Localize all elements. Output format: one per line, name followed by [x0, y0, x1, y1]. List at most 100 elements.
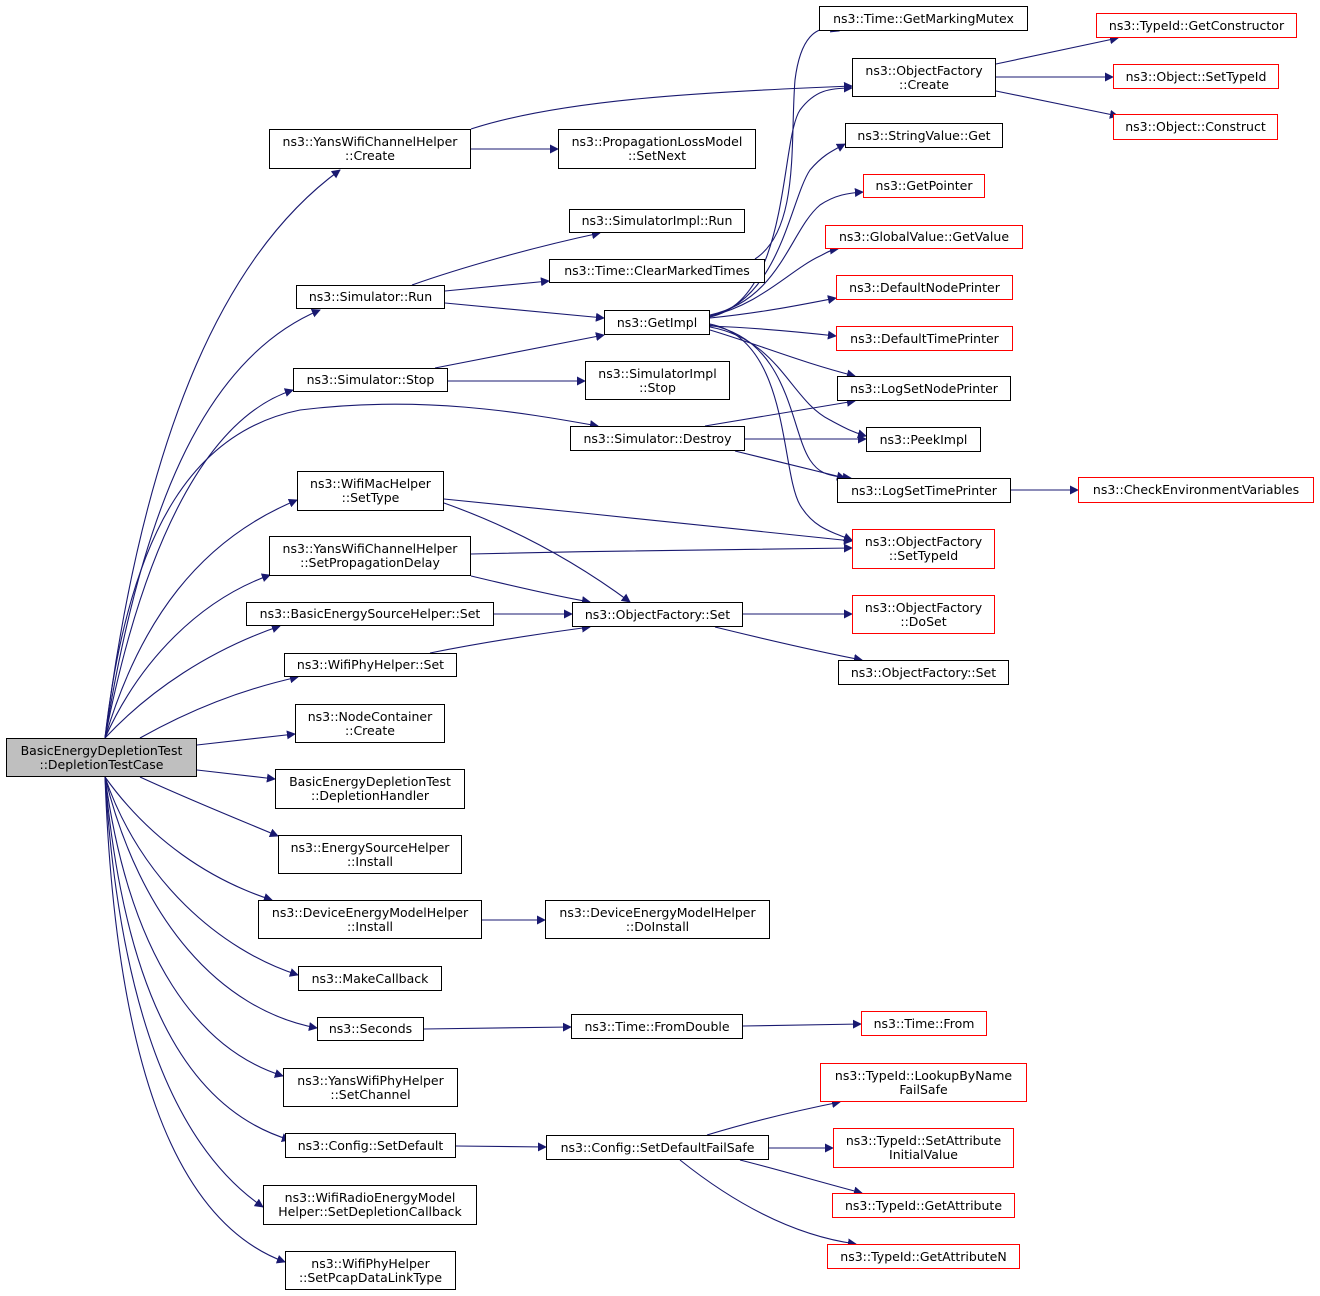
- edge-wifiphy-set-to-objfactory-set: [429, 623, 591, 654]
- node-getpointer[interactable]: ns3::GetPointer: [863, 174, 985, 198]
- node-label-line1: ns3::PropagationLossModel: [571, 134, 743, 149]
- node-globalvalue-getvalue[interactable]: ns3::GlobalValue::GetValue: [825, 225, 1023, 249]
- node-seconds[interactable]: ns3::Seconds: [317, 1017, 424, 1041]
- node-log-set-time-printer[interactable]: ns3::LogSetTimePrinter: [837, 478, 1011, 503]
- edge-objfactory-create-to-typeid-getconstructor: [995, 35, 1119, 65]
- node-label-line1: ns3::DefaultTimePrinter: [850, 330, 999, 346]
- node-label-line1: ns3::ObjectFactory: [865, 62, 983, 78]
- node-object-settypeid[interactable]: ns3::Object::SetTypeId: [1113, 64, 1279, 89]
- edge-yans-set-prop-delay-to-objfactory-settypeid: [470, 543, 853, 555]
- edge-failsafe-to-typeid-lookup-failsafe: [706, 1099, 841, 1136]
- node-label-line1: ns3::GetPointer: [875, 178, 973, 193]
- node-device-energy-doinstall[interactable]: ns3::DeviceEnergyModelHelper ::DoInstall: [545, 900, 770, 939]
- node-objfactory-set[interactable]: ns3::ObjectFactory::Set: [572, 602, 743, 627]
- edge-simulator-run-to-getimpl: [444, 302, 605, 322]
- node-label-line1: ns3::SimulatorImpl: [598, 365, 717, 381]
- edge-time-clear-marked-to-time-get-marking-mutex: [754, 23, 840, 260]
- node-objfactory-settypeid[interactable]: ns3::ObjectFactory ::SetTypeId: [852, 529, 995, 569]
- node-typeid-set-attr-initial[interactable]: ns3::TypeId::SetAttribute InitialValue: [833, 1128, 1014, 1168]
- node-wifiphy-set[interactable]: ns3::WifiPhyHelper::Set: [284, 653, 457, 677]
- node-label-line1: ns3::ObjectFactory::Set: [850, 664, 997, 680]
- node-wifimac-settype[interactable]: ns3::WifiMacHelper ::SetType: [297, 471, 444, 511]
- edge-seconds-to-time-fromdouble: [423, 1022, 572, 1032]
- node-nodecontainer-create[interactable]: ns3::NodeContainer ::Create: [295, 704, 445, 743]
- node-label-line1: ns3::GetImpl: [616, 314, 698, 330]
- node-label-line2: ::DoSet: [900, 613, 947, 629]
- node-label-line1: ns3::YansWifiChannelHelper: [282, 134, 458, 149]
- node-label-line2: ::SetNext: [627, 148, 687, 163]
- node-config-setdefault-failsafe[interactable]: ns3::Config::SetDefaultFailSafe: [546, 1135, 769, 1160]
- node-time-clear-marked[interactable]: ns3::Time::ClearMarkedTimes: [549, 259, 765, 283]
- node-label-line2: ::Install: [346, 853, 394, 869]
- node-yans-set-prop-delay[interactable]: ns3::YansWifiChannelHelper ::SetPropagat…: [269, 536, 471, 576]
- node-check-env-vars[interactable]: ns3::CheckEnvironmentVariables: [1078, 477, 1314, 503]
- node-label-line1: ns3::LogSetNodePrinter: [850, 380, 998, 396]
- node-default-time-printer[interactable]: ns3::DefaultTimePrinter: [836, 326, 1013, 351]
- node-label-line1: ns3::TypeId::GetAttributeN: [840, 1248, 1007, 1264]
- node-label-line1: ns3::DeviceEnergyModelHelper: [271, 904, 469, 920]
- edge-getimpl-to-objfactory-settypeid: [709, 323, 853, 542]
- edge-root-to-config-setdefault: [104, 776, 291, 1142]
- node-label-line1: ns3::Object::Construct: [1125, 119, 1266, 134]
- node-object-construct[interactable]: ns3::Object::Construct: [1113, 114, 1278, 140]
- node-root[interactable]: BasicEnergyDepletionTest ::DepletionTest…: [6, 738, 197, 777]
- node-simimpl-stop[interactable]: ns3::SimulatorImpl ::Stop: [585, 361, 730, 400]
- edge-simulator-destroy-to-log-set-time-printer: [734, 450, 846, 481]
- node-depletion-handler[interactable]: BasicEnergyDepletionTest ::DepletionHand…: [275, 769, 465, 809]
- node-typeid-getattribute[interactable]: ns3::TypeId::GetAttribute: [832, 1193, 1015, 1218]
- node-typeid-getattributen[interactable]: ns3::TypeId::GetAttributeN: [827, 1244, 1020, 1269]
- node-basic-energy-set[interactable]: ns3::BasicEnergySourceHelper::Set: [246, 602, 494, 626]
- node-make-callback[interactable]: ns3::MakeCallback: [298, 966, 442, 991]
- node-simulator-destroy[interactable]: ns3::Simulator::Destroy: [570, 426, 745, 451]
- node-time-get-marking-mutex[interactable]: ns3::Time::GetMarkingMutex: [819, 6, 1028, 31]
- node-label-line1: ns3::TypeId::GetAttribute: [844, 1197, 1003, 1213]
- node-yans-phy-setchannel[interactable]: ns3::YansWifiPhyHelper ::SetChannel: [283, 1068, 458, 1107]
- node-log-set-node-printer[interactable]: ns3::LogSetNodePrinter: [837, 376, 1011, 401]
- node-default-node-printer[interactable]: ns3::DefaultNodePrinter: [836, 275, 1013, 300]
- node-simulator-stop[interactable]: ns3::Simulator::Stop: [293, 368, 448, 392]
- node-objfactory-doset[interactable]: ns3::ObjectFactory ::DoSet: [852, 595, 995, 634]
- node-label-line1: ns3::TypeId::GetConstructor: [1108, 17, 1285, 33]
- node-energy-source-install[interactable]: ns3::EnergySourceHelper ::Install: [278, 835, 462, 874]
- edge-getimpl-to-getpointer: [709, 188, 864, 316]
- edge-root-to-energy-source-install: [139, 776, 279, 838]
- node-prop-loss-setnext[interactable]: ns3::PropagationLossModel ::SetNext: [558, 129, 756, 169]
- node-device-energy-install[interactable]: ns3::DeviceEnergyModelHelper ::Install: [258, 900, 482, 939]
- node-label-line2: ::SetChannel: [330, 1086, 411, 1102]
- edge-objfactory-set-to-objfactory-set2: [714, 626, 863, 663]
- node-label-line2: ::DoInstall: [625, 918, 690, 934]
- node-label-line1: ns3::Object::SetTypeId: [1125, 68, 1267, 84]
- node-simulator-run[interactable]: ns3::Simulator::Run: [296, 285, 445, 309]
- edge-getimpl-to-stringvalue-get: [709, 143, 846, 317]
- node-label-line1: ns3::Simulator::Run: [308, 289, 433, 304]
- node-getimpl[interactable]: ns3::GetImpl: [604, 310, 710, 335]
- node-objfactory-set2[interactable]: ns3::ObjectFactory::Set: [838, 660, 1009, 685]
- node-config-setdefault[interactable]: ns3::Config::SetDefault: [285, 1133, 456, 1158]
- node-typeid-lookup-failsafe[interactable]: ns3::TypeId::LookupByName FailSafe: [820, 1063, 1027, 1102]
- node-yans-channel-create[interactable]: ns3::YansWifiChannelHelper ::Create: [269, 129, 471, 169]
- node-label-line2: ::SetPcapDataLinkType: [298, 1269, 443, 1285]
- node-wifi-radio-set-depletion[interactable]: ns3::WifiRadioEnergyModel Helper::SetDep…: [263, 1185, 477, 1225]
- node-label-line1: ns3::WifiPhyHelper::Set: [296, 657, 445, 672]
- edge-getimpl-to-globalvalue-getvalue: [709, 245, 839, 317]
- node-label-line1: ns3::DeviceEnergyModelHelper: [559, 904, 756, 920]
- node-typeid-getconstructor[interactable]: ns3::TypeId::GetConstructor: [1096, 13, 1297, 38]
- edge-config-setdefault-to-failsafe: [455, 1142, 547, 1152]
- node-label-line1: ns3::Seconds: [328, 1021, 413, 1036]
- node-label-line1: ns3::EnergySourceHelper: [290, 839, 450, 855]
- node-wifiphy-set-pcap[interactable]: ns3::WifiPhyHelper ::SetPcapDataLinkType: [285, 1251, 456, 1290]
- node-label-line2: FailSafe: [899, 1081, 948, 1097]
- node-peekimpl[interactable]: ns3::PeekImpl: [866, 427, 981, 452]
- node-label-line1: ns3::WifiRadioEnergyModel: [284, 1190, 456, 1205]
- node-simimpl-run[interactable]: ns3::SimulatorImpl::Run: [569, 209, 745, 233]
- node-stringvalue-get[interactable]: ns3::StringValue::Get: [845, 123, 1003, 148]
- edge-getimpl-to-default-node-printer: [709, 295, 837, 319]
- node-root-line2: ::DepletionTestCase: [39, 756, 164, 772]
- node-label-line2: ::SetType: [341, 490, 400, 505]
- edge-root-to-device-energy-install: [104, 776, 273, 902]
- node-time-from[interactable]: ns3::Time::From: [861, 1011, 987, 1036]
- node-label-line1: ns3::Simulator::Stop: [306, 372, 435, 387]
- node-time-fromdouble[interactable]: ns3::Time::FromDouble: [571, 1014, 743, 1039]
- node-objfactory-create[interactable]: ns3::ObjectFactory ::Create: [852, 58, 996, 97]
